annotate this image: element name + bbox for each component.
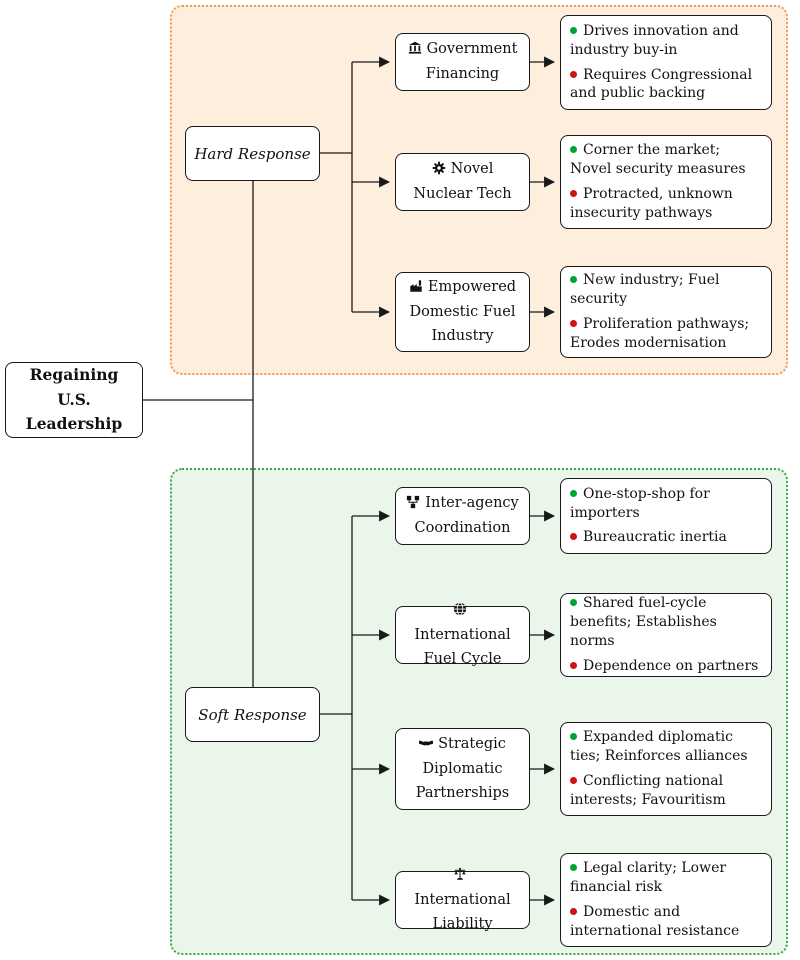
con-text: Requires Congressional and public backin… <box>570 66 753 102</box>
scales-icon <box>453 867 467 881</box>
novel-nuclear-tech-node: Novel Nuclear Tech <box>395 153 530 211</box>
pro-item: Corner the market; Novel security measur… <box>570 141 762 179</box>
con-item: Bureaucratic inertia <box>570 528 762 547</box>
strategic-diplomatic-partnerships-proscons: Expanded diplomatic ties; Reinforces all… <box>560 722 772 816</box>
con-item: Dependence on partners <box>570 657 762 676</box>
pro-item: Shared fuel-cycle benefits; Establishes … <box>570 594 762 651</box>
government-financing-node: Government Financing <box>395 33 530 91</box>
soft-response-label: Soft Response <box>198 705 307 724</box>
pro-text: One-stop-shop for importers <box>570 485 710 521</box>
pro-bullet-icon <box>570 26 577 34</box>
con-item: Protracted, unknown insecurity pathways <box>570 185 762 223</box>
con-bullet-icon <box>570 777 577 784</box>
con-bullet-icon <box>570 661 577 669</box>
novel-nuclear-tech-proscons: Corner the market; Novel security measur… <box>560 135 772 229</box>
gear-icon <box>432 161 446 175</box>
international-fuel-cycle-proscons: Shared fuel-cycle benefits; Establishes … <box>560 593 772 677</box>
con-text: Conflicting national interests; Favourit… <box>570 773 726 808</box>
pro-text: Shared fuel-cycle benefits; Establishes … <box>570 595 717 649</box>
pro-text: Legal clarity; Lower financial risk <box>570 860 727 896</box>
pro-bullet-icon <box>570 146 577 154</box>
pro-item: Expanded diplomatic ties; Reinforces all… <box>570 728 762 766</box>
root-node: Regaining U.S. Leadership <box>5 362 143 438</box>
con-item: Proliferation pathways; Erodes modernisa… <box>570 315 762 353</box>
pro-item: New industry; Fuel security <box>570 271 762 309</box>
sitemap-icon <box>406 495 420 509</box>
inter-agency-coordination-proscons: One-stop-shop for importers Bureaucratic… <box>560 478 772 554</box>
con-item: Domestic and international resistance <box>570 903 762 941</box>
pro-bullet-icon <box>570 733 577 741</box>
con-bullet-icon <box>570 908 577 915</box>
con-bullet-icon <box>570 533 577 541</box>
factory-icon <box>409 279 423 293</box>
con-item: Conflicting national interests; Favourit… <box>570 772 762 810</box>
hard-response-node: Hard Response <box>185 126 320 181</box>
pro-item: Legal clarity; Lower financial risk <box>570 859 762 897</box>
pro-bullet-icon <box>570 489 577 497</box>
bank-icon <box>408 41 422 55</box>
con-text: Protracted, unknown insecurity pathways <box>570 186 733 221</box>
pro-item: One-stop-shop for importers <box>570 485 762 523</box>
con-bullet-icon <box>570 70 577 78</box>
pro-bullet-icon <box>570 599 577 607</box>
globe-icon <box>453 602 467 616</box>
inter-agency-coordination-label: Inter-agency Coordination <box>414 495 519 536</box>
con-text: Bureaucratic inertia <box>583 529 727 546</box>
international-liability-proscons: Legal clarity; Lower financial risk Dome… <box>560 853 772 947</box>
empowered-domestic-fuel-label: Empowered Domestic Fuel Industry <box>409 279 517 345</box>
international-liability-node: International Liability <box>395 867 530 932</box>
con-text: Dependence on partners <box>583 657 759 674</box>
pro-item: Drives innovation and industry buy-in <box>570 22 762 60</box>
empowered-domestic-fuel-node: Empowered Domestic Fuel Industry <box>395 272 530 352</box>
inter-agency-coordination-node: Inter-agency Coordination <box>395 487 530 545</box>
pro-text: New industry; Fuel security <box>570 272 720 308</box>
con-bullet-icon <box>570 190 577 197</box>
international-fuel-cycle-node: International Fuel Cycle <box>395 602 530 667</box>
con-text: Domestic and international resistance <box>570 904 740 939</box>
pro-bullet-icon <box>570 864 577 872</box>
strategic-diplomatic-partnerships-label: Strategic Diplomatic Partnerships <box>415 736 510 802</box>
con-text: Proliferation pathways; Erodes modernisa… <box>570 316 750 351</box>
government-financing-label: Government Financing <box>425 41 518 82</box>
pro-text: Corner the market; Novel security measur… <box>570 142 746 178</box>
handshake-icon <box>418 736 434 750</box>
pro-bullet-icon <box>570 276 577 284</box>
international-fuel-cycle-label: International Fuel Cycle <box>414 626 511 668</box>
con-bullet-icon <box>570 320 577 327</box>
pro-text: Drives innovation and industry buy-in <box>570 22 739 58</box>
soft-response-node: Soft Response <box>185 687 320 742</box>
root-label: Regaining U.S. Leadership <box>25 364 123 434</box>
con-item: Requires Congressional and public backin… <box>570 66 762 104</box>
government-financing-proscons: Drives innovation and industry buy-in Re… <box>560 15 772 110</box>
empowered-domestic-fuel-proscons: New industry; Fuel security Proliferatio… <box>560 266 772 358</box>
strategic-diplomatic-partnerships-node: Strategic Diplomatic Partnerships <box>395 728 530 810</box>
hard-response-label: Hard Response <box>194 144 311 163</box>
pro-text: Expanded diplomatic ties; Reinforces all… <box>570 729 748 765</box>
novel-nuclear-tech-label: Novel Nuclear Tech <box>413 161 512 202</box>
international-liability-label: International Liability <box>414 891 511 933</box>
